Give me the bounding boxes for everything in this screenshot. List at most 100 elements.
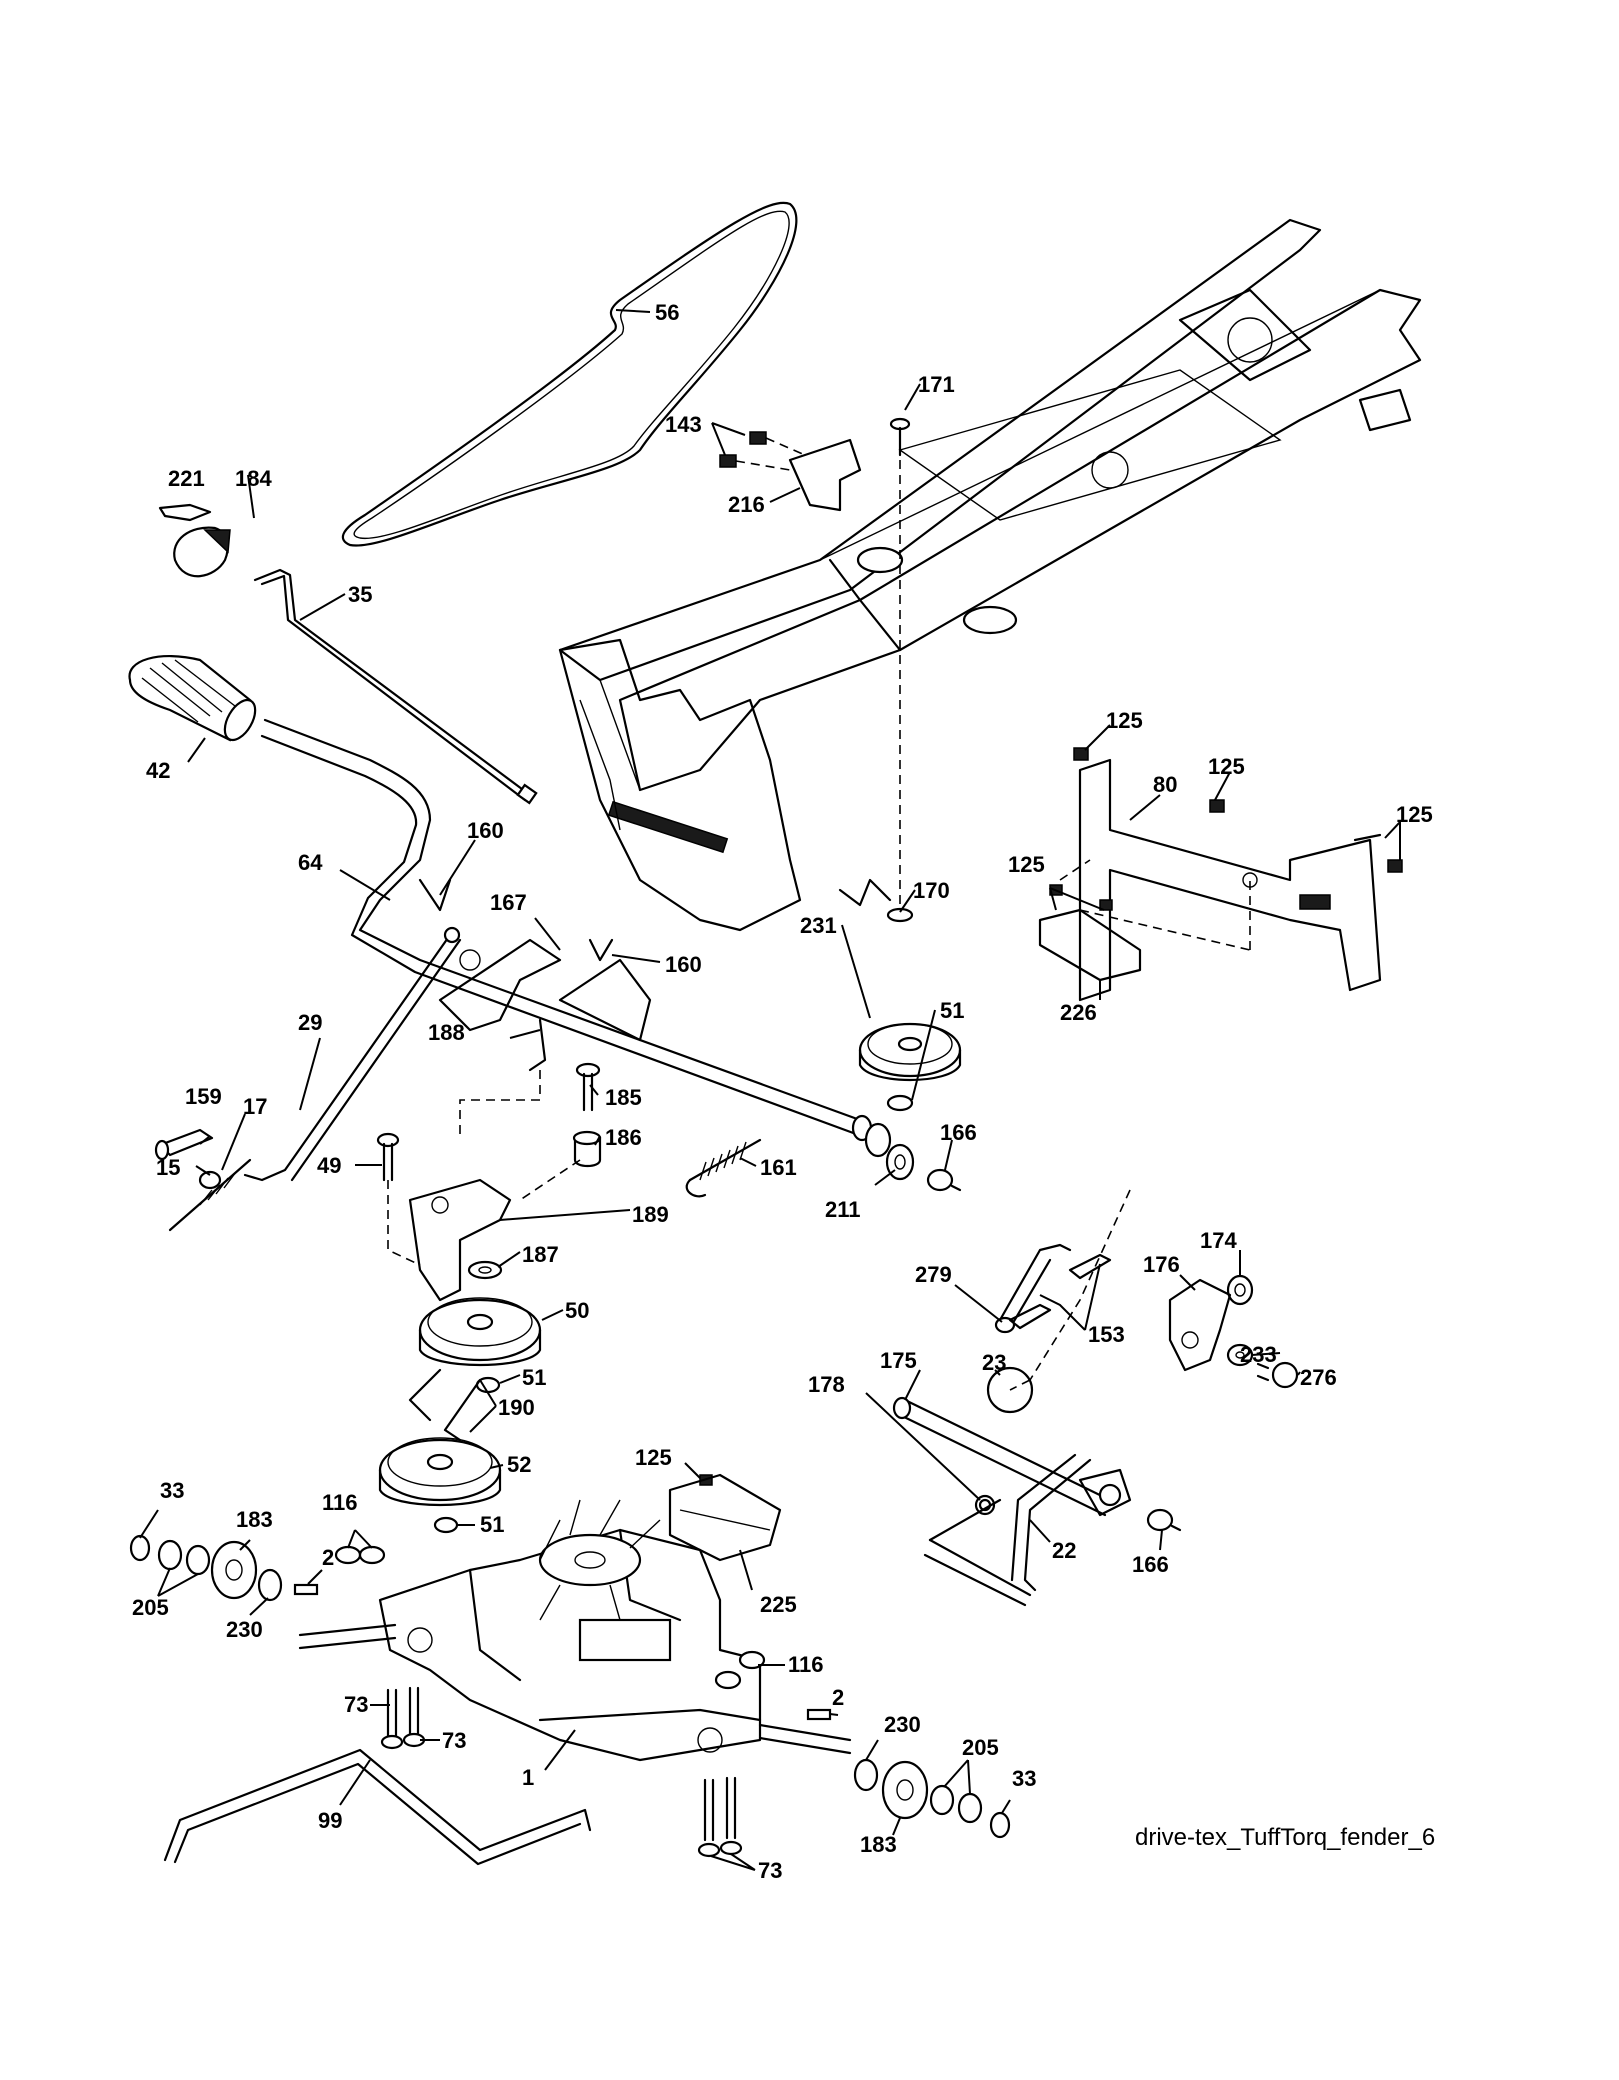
- callout-23: 23: [982, 1350, 1006, 1375]
- clip-33a: [129, 1534, 151, 1562]
- callout-161: 161: [760, 1155, 797, 1180]
- nuts-116b: [714, 1650, 766, 1690]
- bolt-73c: [697, 1776, 743, 1858]
- callout-188: 188: [428, 1020, 465, 1045]
- shaft-64: [260, 718, 892, 1158]
- callout-33a: 33: [160, 1478, 184, 1503]
- grip-42: [128, 655, 257, 742]
- bolt-73a: [380, 1688, 404, 1750]
- bracket-176: [1168, 1278, 1232, 1372]
- callout-166a: 166: [940, 1120, 977, 1145]
- callout-125d: 125: [1008, 852, 1045, 877]
- callout-116b: 116: [788, 1652, 824, 1677]
- callout-29: 29: [298, 1010, 322, 1035]
- pulley-52: [378, 1437, 502, 1507]
- callout-49: 49: [317, 1153, 341, 1178]
- rod-22: [923, 1453, 1092, 1607]
- callout-205a: 205: [132, 1595, 169, 1620]
- callout-80: 80: [1153, 772, 1177, 797]
- washers-205a: [157, 1539, 211, 1576]
- callout-231: 231: [800, 913, 837, 938]
- transaxle-1: [298, 1499, 852, 1762]
- callout-42: 42: [146, 758, 170, 783]
- callout-52: 52: [507, 1452, 531, 1477]
- pin-159: [154, 1128, 214, 1161]
- callout-279: 279: [915, 1262, 952, 1287]
- callout-174: 174: [1200, 1228, 1237, 1253]
- linkage-167: [438, 938, 652, 1042]
- washer-15: [198, 1170, 222, 1190]
- leader-lines: [139, 309, 1401, 1871]
- callout-185: 185: [605, 1085, 642, 1110]
- callout-2b: 2: [832, 1685, 844, 1710]
- bolt-49: [376, 1132, 400, 1182]
- callout-211: 211: [825, 1197, 861, 1222]
- bolt-276: [1256, 1361, 1299, 1389]
- bracket-225: [668, 1473, 782, 1562]
- clip-33b: [989, 1811, 1011, 1839]
- callout-153: 153: [1088, 1322, 1125, 1347]
- clip-221: [158, 503, 212, 522]
- rod-29: [243, 926, 462, 1182]
- callout-175: 175: [880, 1348, 917, 1373]
- pulley-50: [418, 1297, 542, 1367]
- key-2a: [293, 1583, 319, 1596]
- diagram-caption: drive-tex_TuffTorq_fender_6: [1135, 1824, 1435, 1851]
- callout-56: 56: [655, 300, 679, 325]
- callout-22: 22: [1052, 1538, 1076, 1563]
- pulley-231: [858, 1022, 962, 1082]
- callout-51a: 51: [940, 998, 964, 1023]
- washers-205b: [929, 1784, 983, 1824]
- key-2b: [806, 1708, 832, 1721]
- drive-belt: [341, 201, 798, 547]
- washer-187: [467, 1260, 503, 1280]
- spring-161: [685, 1138, 762, 1198]
- bolts-143: [719, 431, 806, 471]
- assembly-dashes: [387, 859, 1251, 1391]
- callout-221: 221: [168, 466, 205, 491]
- callout-15: 15: [156, 1155, 180, 1180]
- callout-167: 167: [490, 890, 527, 915]
- bolt-171: [889, 417, 911, 905]
- clip-153: [1008, 1253, 1112, 1330]
- callout-176: 176: [1143, 1252, 1180, 1277]
- callout-160a: 160: [467, 818, 504, 843]
- callout-230b: 230: [884, 1712, 921, 1737]
- clip-160a: [418, 878, 452, 912]
- bracket-216: [788, 438, 862, 512]
- rod-99: [163, 1748, 592, 1866]
- knob-184: [173, 526, 231, 578]
- callout-1: 1: [522, 1765, 534, 1790]
- idler-arm-189: [408, 1178, 512, 1302]
- callout-125c: 125: [1396, 802, 1433, 827]
- callout-183a: 183: [236, 1507, 273, 1532]
- callout-125b: 125: [1208, 754, 1245, 779]
- bolt-73b: [402, 1686, 426, 1748]
- callout-labels: 56 171 143 216 221 184 35 42 64 160 167 …: [132, 300, 1433, 1883]
- clip-160b: [588, 938, 614, 962]
- callout-125e: 125: [635, 1445, 672, 1470]
- callout-73b: 73: [442, 1728, 466, 1753]
- washer-230b: [853, 1758, 879, 1792]
- nut-51a: [886, 1094, 914, 1112]
- callout-64: 64: [298, 850, 323, 875]
- callout-116a: 116: [322, 1490, 358, 1515]
- callout-233: 233: [1240, 1342, 1277, 1367]
- callout-50: 50: [565, 1298, 589, 1323]
- callout-159: 159: [185, 1084, 222, 1109]
- callout-73c: 73: [758, 1858, 782, 1883]
- callout-2a: 2: [322, 1545, 334, 1570]
- callout-166b: 166: [1132, 1552, 1169, 1577]
- nuts-116a: [334, 1545, 386, 1565]
- bolt-185: [575, 1062, 601, 1112]
- callout-184: 184: [235, 466, 272, 491]
- nut-51c: [433, 1516, 459, 1534]
- callout-17: 17: [243, 1094, 267, 1119]
- callout-205b: 205: [962, 1735, 999, 1760]
- wheel-hub-183a: [210, 1540, 258, 1600]
- callout-73a: 73: [344, 1692, 368, 1717]
- callout-143: 143: [665, 412, 702, 437]
- chassis-frame: [558, 218, 1422, 932]
- clip-166a: [926, 1168, 962, 1192]
